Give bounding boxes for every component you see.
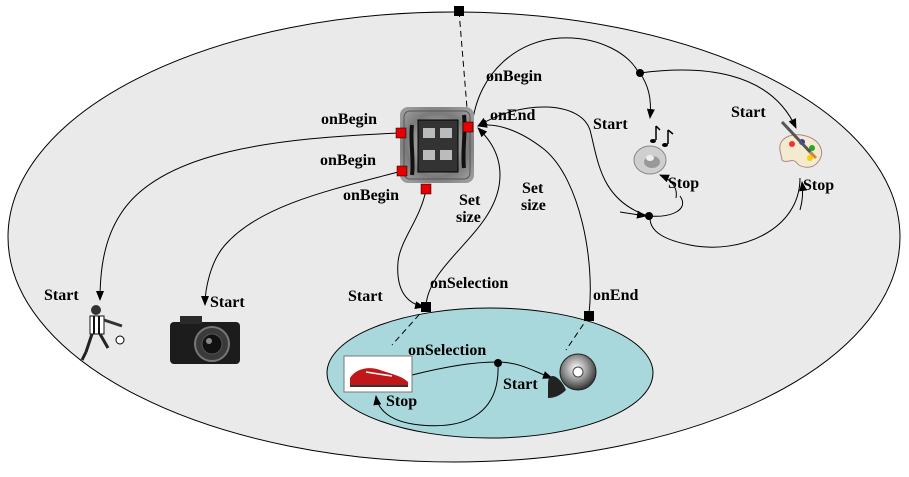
edge-stop-music [649, 195, 683, 217]
label-stop-paint: Stop [803, 177, 834, 194]
branch-dot-inner [494, 359, 502, 367]
label-start-camera: Start [210, 294, 245, 311]
branch-dot-lower [645, 212, 653, 220]
label-onend-clip: onEnd [490, 107, 535, 124]
dashed-link-inner-right [565, 315, 590, 351]
edge-onend-clip [477, 106, 649, 217]
edge-start-player [96, 132, 401, 301]
speaker-icon[interactable] [633, 145, 667, 175]
soccer-player-icon[interactable] [80, 305, 125, 361]
dashed-link-inner-left [391, 306, 427, 346]
edge-inner-onselection [411, 361, 497, 376]
label-start-player: Start [44, 287, 79, 304]
label-stop-music: Stop [668, 175, 699, 192]
label-onbegin-left-2: onBegin [320, 152, 376, 169]
port-red-left-3[interactable] [420, 183, 432, 195]
cd-disc-icon[interactable] [548, 353, 597, 398]
edge-setsize-1 [425, 127, 501, 306]
edge-setsize-2 [477, 120, 591, 315]
music-notes-icon[interactable] [650, 125, 674, 147]
edge-branch-lower [619, 210, 647, 219]
paint-palette-icon[interactable] [779, 120, 822, 168]
label-start-paint: Start [731, 104, 766, 121]
port-red-right[interactable] [462, 121, 474, 133]
inner-scene-ellipse [326, 307, 654, 439]
film-reel-icon[interactable] [400, 107, 474, 183]
edge-stop-paint-arrow [799, 181, 808, 211]
port-inner-onselection[interactable] [421, 302, 431, 312]
label-set-size-2a: Set [522, 180, 544, 197]
port-top[interactable] [454, 6, 464, 16]
edge-start-inner [397, 189, 427, 310]
label-stop-shoe: Stop [386, 393, 417, 410]
label-set-size-2b: size [521, 197, 546, 214]
label-onselection-inner: onSelection [408, 342, 486, 359]
label-set-size-1a: Set [459, 192, 481, 209]
label-onbegin-left-1: onBegin [321, 111, 377, 128]
label-onend-inner: onEnd [593, 287, 638, 304]
label-start-inner: Start [348, 288, 383, 305]
label-onbegin-left-3: onBegin [343, 187, 399, 204]
edge-inner-stop-shoe [373, 363, 499, 427]
camera-icon[interactable] [170, 316, 240, 364]
edge-onbegin-music [471, 37, 639, 127]
edge-start-paint [639, 69, 797, 129]
dashed-link-top [458, 10, 469, 121]
label-set-size-1b: size [456, 209, 481, 226]
edge-start-camera [201, 170, 403, 306]
red-shoe-icon[interactable] [343, 355, 413, 393]
edge-stop-music-arrow [659, 174, 677, 199]
label-onselection-outer: onSelection [430, 275, 508, 292]
edge-stop-paint [649, 177, 801, 248]
label-start-cd: Start [503, 376, 538, 393]
label-start-music: Start [593, 116, 628, 133]
branch-dot-music [636, 69, 644, 77]
port-red-left-2[interactable] [396, 165, 408, 177]
port-red-left-1[interactable] [395, 127, 407, 139]
label-onbegin-music: onBegin [486, 68, 542, 85]
edge-inner-start-cd [497, 361, 553, 379]
port-inner-onend[interactable] [584, 311, 594, 321]
